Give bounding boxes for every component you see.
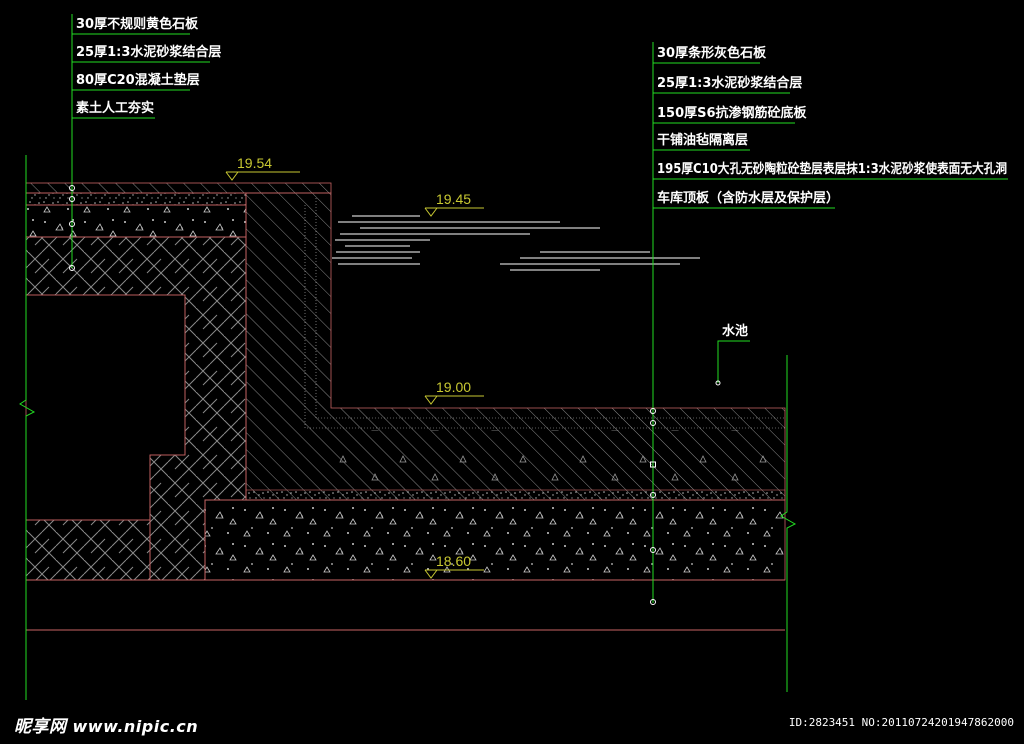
left-callout-item-4: 素土人工夯实 [76, 100, 154, 116]
watermark-brand: 昵享网 [14, 717, 67, 737]
pool-slab-tris [331, 430, 785, 490]
left-soil-hatch-lower [25, 519, 151, 581]
ceramsite-concrete-layer [204, 499, 786, 581]
pool-base-strip [245, 489, 786, 501]
pool-label: 水池 [722, 323, 748, 339]
elevation-marker-base: 18.60 [424, 553, 484, 579]
right-callout-item-1: 30厚条形灰色石板 [657, 45, 767, 61]
right-callout-item-6: 车库顶板（含防水层及保护层） [657, 190, 839, 206]
left-callout: 30厚不规则黄色石板 25厚1:3水泥砂浆结合层 80厚C20混凝土垫层 素土人… [69, 14, 221, 271]
left-concrete-layer [25, 204, 247, 238]
elevation-marker-top: 19.54 [225, 155, 300, 181]
elevation-pool-bottom: 19.00 [436, 379, 471, 395]
pool-label-group: 水池 [715, 323, 750, 386]
right-callout-item-2: 25厚1:3水泥砂浆结合层 [657, 75, 802, 91]
elevation-water-level: 19.45 [436, 191, 471, 207]
left-mortar-layer [25, 192, 247, 206]
pool-wall-finish [304, 198, 785, 429]
watermark-site: www.nipic.cn [72, 717, 199, 736]
right-callout-item-3: 150厚S6抗渗钢筋砼底板 [657, 105, 808, 121]
left-break-line [19, 155, 36, 700]
left-callout-item-3: 80厚C20混凝土垫层 [76, 72, 200, 88]
watermark-id: ID:2823451 NO:20110724201947862000 [788, 716, 1014, 729]
water-surface-lines [332, 215, 700, 271]
right-callout-item-4: 干铺油毡隔离层 [657, 132, 748, 148]
elevation-top-ground: 19.54 [237, 155, 272, 171]
left-callout-item-1: 30厚不规则黄色石板 [76, 16, 199, 32]
elevation-marker-water: 19.45 [424, 191, 484, 217]
right-callout: 30厚条形灰色石板 25厚1:3水泥砂浆结合层 150厚S6抗渗钢筋砼底板 干铺… [650, 42, 1008, 605]
watermark-logo: 昵享网 www.nipic.cn [14, 712, 198, 737]
elevation-base: 18.60 [436, 553, 471, 569]
right-callout-item-5: 195厚C10大孔无砂陶粒砼垫层表层抹1:3水泥砂浆使表面无大孔洞 [657, 161, 1007, 177]
right-break-line [780, 355, 797, 692]
elevation-marker-pool-bottom: 19.00 [424, 379, 484, 405]
left-callout-item-2: 25厚1:3水泥砂浆结合层 [76, 44, 221, 60]
